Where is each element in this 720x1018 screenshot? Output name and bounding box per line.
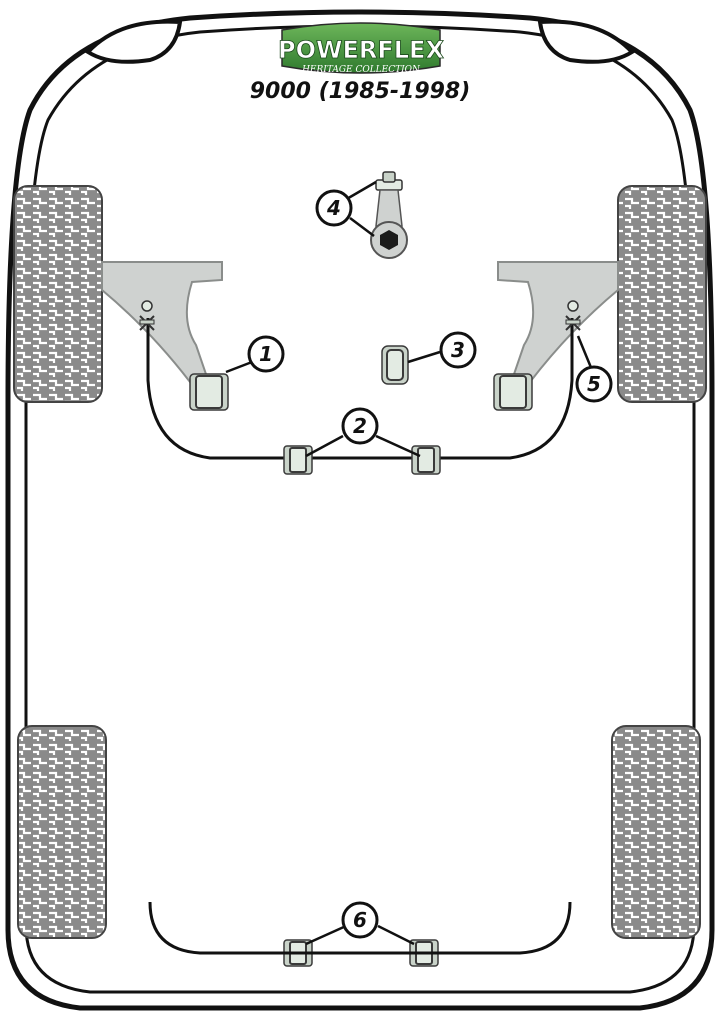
front-lower-arms xyxy=(101,261,619,384)
right-lower-arm xyxy=(497,261,619,384)
front-arb-bush-right xyxy=(411,445,441,475)
tyres xyxy=(13,185,707,939)
svg-text:2: 2 xyxy=(353,414,367,438)
rear-left-tyre xyxy=(17,725,107,939)
drop-links xyxy=(139,300,581,331)
callout-4: 4 xyxy=(315,189,353,227)
callout-1: 1 xyxy=(247,335,285,373)
car-body-outline xyxy=(5,9,715,1011)
engine-link-4 xyxy=(370,171,408,259)
callout-2: 2 xyxy=(341,407,379,445)
leader-lines xyxy=(225,180,594,946)
right-arm-rear-bush xyxy=(493,373,533,411)
rear-right-tyre xyxy=(611,725,701,939)
svg-text:1: 1 xyxy=(259,342,273,366)
logo-subtext: HERITAGE COLLECTION xyxy=(301,65,421,75)
bushes xyxy=(189,345,533,967)
svg-text:5: 5 xyxy=(587,372,601,396)
page-title: 9000 (1985-1998) xyxy=(250,79,471,104)
front-arb-bush-left xyxy=(283,445,313,475)
callout-6: 6 xyxy=(341,901,379,939)
callout-5: 5 xyxy=(575,365,613,403)
rear-anti-roll-bar xyxy=(148,901,572,955)
front-anti-roll-bar xyxy=(146,318,574,460)
left-arm-rear-bush xyxy=(189,373,229,411)
svg-text:3: 3 xyxy=(451,338,465,362)
right-mirror xyxy=(537,19,636,64)
front-left-tyre xyxy=(13,185,103,403)
callout-3: 3 xyxy=(439,331,477,369)
left-lower-arm xyxy=(101,261,223,384)
svg-text:6: 6 xyxy=(353,908,367,932)
front-right-tyre xyxy=(617,185,707,403)
logo-text: POWERFLEX xyxy=(278,36,444,64)
svg-text:4: 4 xyxy=(326,196,341,220)
powerflex-logo: POWERFLEX HERITAGE COLLECTION xyxy=(278,22,445,75)
left-mirror xyxy=(84,19,183,64)
standalone-bush-3 xyxy=(381,345,409,385)
